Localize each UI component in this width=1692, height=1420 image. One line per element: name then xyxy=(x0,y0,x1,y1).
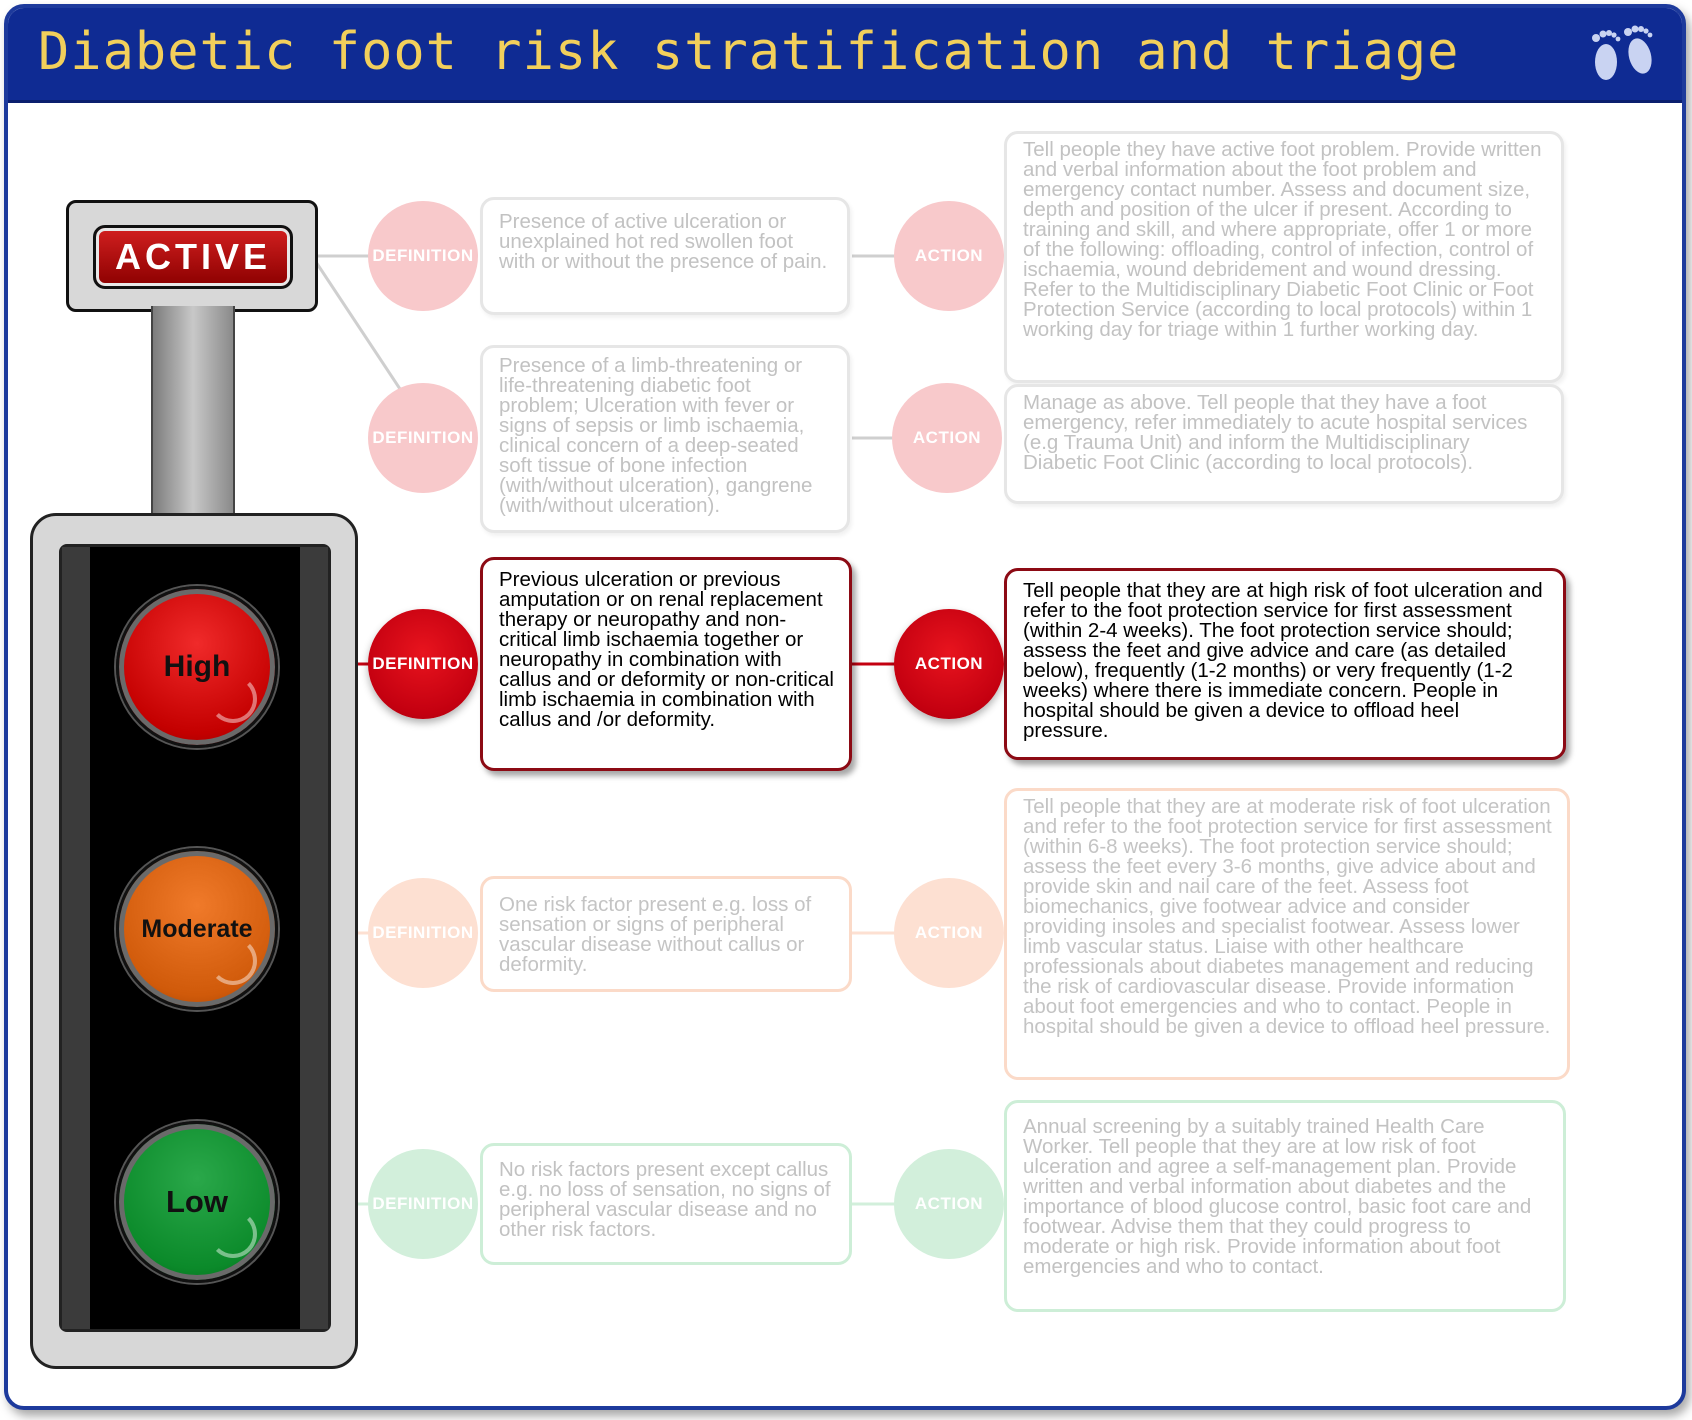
low-risk-light[interactable]: Low xyxy=(116,1121,278,1283)
moderate-risk-light[interactable]: Moderate xyxy=(116,848,278,1010)
moderate-risk-label: Moderate xyxy=(141,915,253,943)
low-risk-label: Low xyxy=(166,1184,228,1219)
active-sign: ACTIVE xyxy=(66,200,318,312)
emergency-definition-circle[interactable]: DEFINITION xyxy=(368,383,478,493)
high-action-circle[interactable]: ACTION xyxy=(894,609,1004,719)
traffic-light-pole xyxy=(151,306,235,516)
emergency-definition-text: Presence of a limb-threatening or life-t… xyxy=(480,345,850,533)
moderate-action-circle[interactable]: ACTION xyxy=(894,878,1004,988)
active-definition-circle[interactable]: DEFINITION xyxy=(368,201,478,311)
title-bar: Diabetic foot risk stratification and tr… xyxy=(8,8,1682,103)
connector-emergency-definition xyxy=(310,255,404,393)
footprints-icon xyxy=(1592,25,1653,80)
high-definition-text: Previous ulceration or previous amputati… xyxy=(480,557,852,771)
emergency-action-text: Manage as above. Tell people that they h… xyxy=(1004,384,1564,504)
high-definition-circle[interactable]: DEFINITION xyxy=(368,609,478,719)
moderate-definition-text: One risk factor present e.g. loss of sen… xyxy=(480,876,852,992)
page-title: Diabetic foot risk stratification and tr… xyxy=(38,22,1460,82)
moderate-action-text: Tell people that they are at moderate ri… xyxy=(1004,788,1570,1080)
active-action-text: Tell people they have active foot proble… xyxy=(1004,131,1564,383)
emergency-action-circle[interactable]: ACTION xyxy=(892,383,1002,493)
active-button[interactable]: ACTIVE xyxy=(93,225,293,289)
active-definition-text: Presence of active ulceration or unexpla… xyxy=(480,197,850,315)
moderate-definition-circle[interactable]: DEFINITION xyxy=(368,878,478,988)
low-action-text: Annual screening by a suitably trained H… xyxy=(1004,1100,1566,1312)
high-risk-label: High xyxy=(163,650,231,683)
active-action-circle[interactable]: ACTION xyxy=(894,201,1004,311)
low-action-circle[interactable]: ACTION xyxy=(894,1149,1004,1259)
high-risk-light[interactable]: High xyxy=(116,586,278,748)
high-action-text: Tell people that they are at high risk o… xyxy=(1004,568,1566,760)
low-definition-text: No risk factors present except callus e.… xyxy=(480,1143,852,1265)
low-definition-circle[interactable]: DEFINITION xyxy=(368,1149,478,1259)
